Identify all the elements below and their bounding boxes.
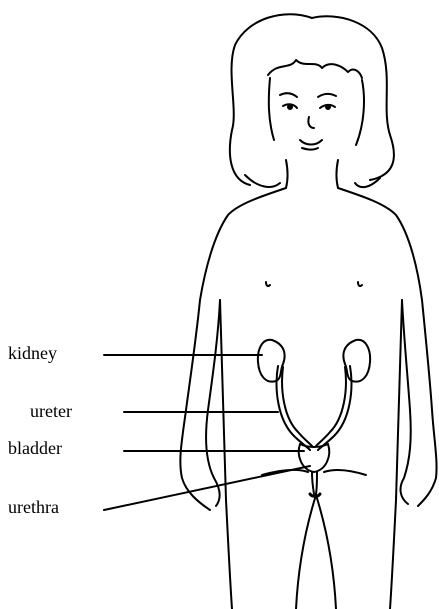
neck-outline [286, 160, 338, 188]
body-outline [180, 188, 436, 609]
bladder-label: bladder [8, 438, 62, 458]
urethra-tube [312, 472, 314, 494]
right-kidney [343, 340, 370, 382]
urethra-pointer-line [104, 466, 310, 510]
face-features [280, 93, 336, 149]
left-kidney [258, 340, 285, 382]
ureter-label: ureter [30, 401, 72, 421]
urethra-label: urethra [8, 497, 59, 517]
kidney-label: kidney [8, 343, 57, 363]
hair-outline [230, 14, 394, 187]
